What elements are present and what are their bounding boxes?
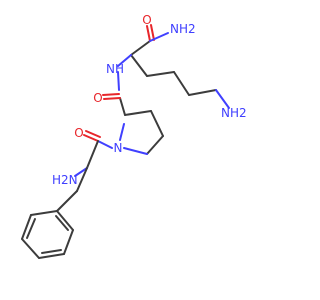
label-phe-nh2: H2N (52, 173, 78, 187)
bond-ring-2-3 (150, 110, 164, 137)
label-linker-nh: NH (106, 62, 124, 76)
bond-acyl-o-2 (85, 130, 101, 138)
bond-alpha-to-nh (117, 54, 132, 67)
bond-amide-c-to-alpha (130, 40, 151, 56)
bond-amide-c-o-2 (150, 24, 155, 41)
bonds (21, 24, 230, 259)
bond-carbonyl-o-2 (102, 93, 120, 96)
label-amide-o: O (142, 13, 151, 27)
molecule-diagram: O NH2 NH NH2 O N O H2N (21, 13, 247, 259)
bond-chain-1-2 (146, 71, 175, 77)
label-carbonyl-o-2: O (74, 126, 83, 140)
bond-acyl-to-alpha (86, 140, 99, 169)
bond-phe-alpha-ch2 (76, 167, 88, 192)
bond-benzene-6-1 (56, 210, 74, 231)
bond-benzene-2-3 (21, 214, 32, 240)
bond-acyl-o-1 (83, 134, 99, 142)
bond-ring-3-4 (146, 135, 164, 155)
bond-benzene-inner-1 (26, 218, 36, 239)
bond-ring-1-2 (124, 110, 152, 116)
bond-carbonyl-to-ring (119, 97, 126, 116)
label-lys-nh2: NH2 (221, 106, 247, 120)
bond-carbonyl-o-1 (103, 97, 121, 100)
label-carbonyl-o-1: O (93, 91, 102, 105)
bond-benzene-3-4 (21, 238, 40, 259)
bond-benzene-1-2 (30, 210, 58, 216)
bond-ring-n-1 (119, 123, 125, 141)
atom-labels: O NH2 NH NH2 O N O H2N (52, 13, 247, 187)
bond-chain-2-3 (173, 71, 190, 96)
bond-benzene-5-6 (63, 229, 74, 255)
label-ring-n: N (114, 141, 123, 155)
bond-benzene-inner-2 (41, 249, 62, 254)
bond-chain-4-nh2 (215, 89, 230, 109)
bond-benzene-4-5 (38, 253, 65, 259)
bond-chain-3-4 (188, 89, 217, 96)
bond-nh-to-carbonyl (117, 71, 120, 91)
bond-phe-alpha-nh2 (74, 167, 88, 177)
label-amide-nh2: NH2 (170, 22, 196, 36)
bond-alpha-to-chain-1 (130, 54, 148, 77)
bond-benzene-inner-3 (55, 215, 69, 231)
bond-ring-4-n (123, 147, 148, 155)
bond-ch2-to-ring (56, 190, 78, 212)
bond-amide-c-o-1 (146, 25, 151, 42)
bond-n-to-acyl (97, 140, 113, 149)
bond-amide-c-n (149, 32, 169, 42)
